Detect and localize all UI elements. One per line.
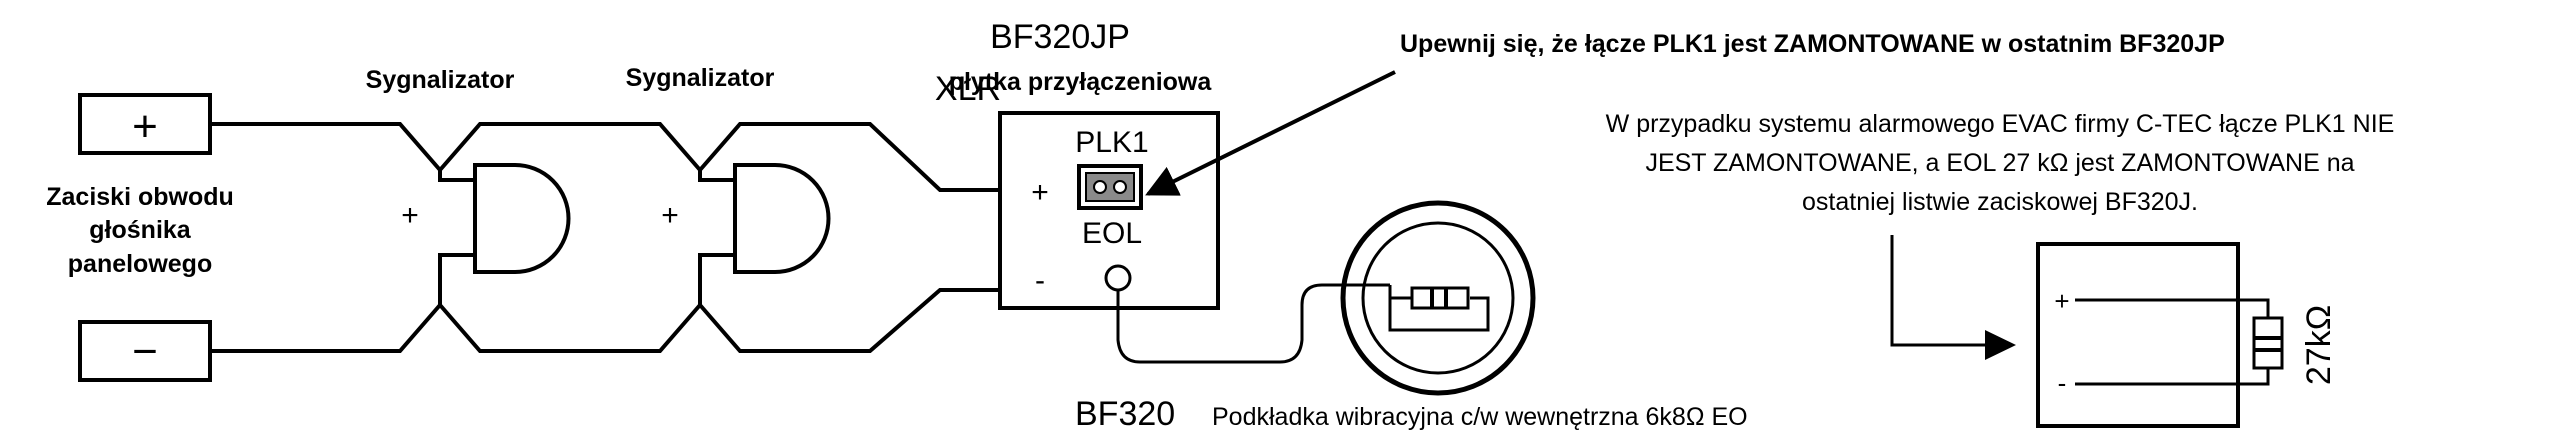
terminal-strip: + - 27kΩ — [2036, 242, 2338, 428]
board-outline — [998, 111, 1220, 310]
board-description: płytka przyłączeniowa — [949, 68, 1213, 96]
plk1-pin-1 — [1093, 180, 1107, 194]
bf320jp-board: BF320JP płytka przyłączeniowa XLR + - PL… — [935, 18, 1220, 310]
plk1-pin-2 — [1113, 180, 1127, 194]
circuit-wires — [208, 122, 1002, 353]
vibration-pad: BF320 Podkładka wibracyjna c/w wewnętrzn… — [1075, 200, 1748, 433]
resistor-bottom-lead — [2075, 368, 2270, 386]
resistor-value: 27kΩ — [2300, 305, 2338, 385]
sounder-1-symbol — [473, 163, 571, 274]
xlr-label: XLR — [935, 70, 1001, 108]
pad-inner-ring — [1361, 221, 1515, 375]
panel-terminals: + − Zaciski obwodu głośnika panelowego — [46, 93, 234, 382]
evac-note: W przypadku systemu alarmowego EVAC firm… — [1606, 110, 2395, 360]
pad-resistor — [1410, 286, 1470, 310]
eol-lead — [1116, 283, 1390, 364]
sounder-2-negative-lead — [698, 253, 737, 307]
sounder-2: + Sygnalizator — [626, 64, 831, 274]
sounder-1: + Sygnalizator — [366, 66, 571, 274]
board-minus: - — [1035, 264, 1045, 297]
eol-terminal — [1104, 264, 1132, 292]
sounder-1-negative-lead — [438, 253, 477, 307]
sounder-2-label: Sygnalizator — [626, 64, 775, 92]
sounder-2-polarity: + — [661, 199, 679, 232]
terminal-plus: + — [2054, 286, 2069, 316]
pad-description: Podkładka wibracyjna c/w wewnętrzna 6k8Ω… — [1212, 403, 1748, 431]
callout-text: Upewnij się, że łącze PLK1 jest ZAMONTOW… — [1400, 30, 2225, 58]
plk1-callout: Upewnij się, że łącze PLK1 jest ZAMONTOW… — [1145, 30, 2225, 196]
evac-note-line-1: W przypadku systemu alarmowego EVAC firm… — [1606, 110, 2395, 138]
callout-arrow — [1145, 70, 1396, 196]
board-plus: + — [1031, 176, 1049, 209]
positive-wire — [208, 122, 1002, 192]
terminal-strip-outline — [2036, 242, 2240, 428]
panel-label-line-3: panelowego — [68, 250, 212, 278]
evac-note-line-3: ostatniej listwie zaciskowej BF320J. — [1802, 188, 2198, 216]
evac-note-line-2: JEST ZAMONTOWANE, a EOL 27 kΩ jest ZAMON… — [1645, 149, 2354, 177]
sounder-1-polarity: + — [401, 199, 419, 232]
panel-label-line-2: głośnika — [89, 216, 192, 244]
board-model: BF320JP — [990, 18, 1130, 56]
eol-label: EOL — [1082, 217, 1142, 250]
sounder-1-positive-lead — [438, 168, 477, 182]
evac-arrow-head — [1985, 330, 2016, 360]
negative-wire — [208, 288, 1002, 353]
sounder-2-positive-lead — [698, 168, 737, 182]
pad-model: BF320 — [1075, 395, 1175, 433]
panel-plus-symbol: + — [132, 102, 158, 151]
terminal-minus: - — [2058, 368, 2067, 398]
evac-arrow-line — [1890, 235, 1990, 347]
panel-minus-symbol: − — [132, 327, 158, 376]
resistor-top-lead — [2075, 298, 2270, 318]
pad-outer-ring — [1340, 200, 1536, 396]
eol-27k-resistor — [2252, 316, 2284, 370]
panel-label-line-1: Zaciski obwodu — [46, 183, 234, 211]
pad-resistor-leads — [1388, 285, 1490, 332]
plk1-label: PLK1 — [1075, 126, 1148, 159]
sounder-2-symbol — [733, 163, 831, 274]
sounder-1-label: Sygnalizator — [366, 66, 515, 94]
